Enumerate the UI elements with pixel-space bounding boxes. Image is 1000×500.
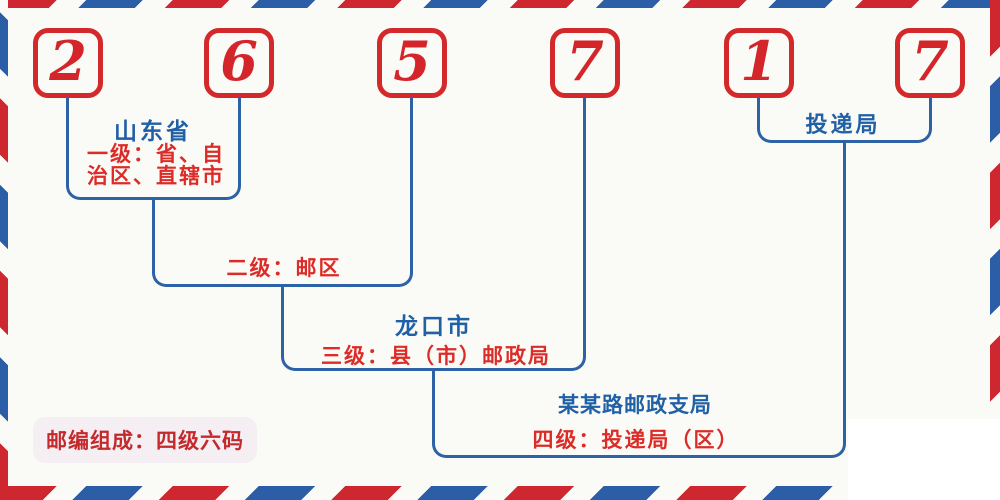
digit-box-3: 5 <box>377 28 447 98</box>
airmail-border-top <box>0 0 1000 8</box>
digit-box-4: 7 <box>550 28 620 98</box>
airmail-border-right <box>990 0 1000 500</box>
bracket-level1 <box>66 97 241 200</box>
airmail-border-left <box>0 0 8 500</box>
digit-box-6: 7 <box>895 28 965 98</box>
level1-description: 一级：省、自 治区、直辖市 <box>87 142 225 188</box>
digit-4: 7 <box>566 29 604 93</box>
digit-1: 2 <box>49 29 87 93</box>
bracket-delivery-office <box>757 97 932 143</box>
bracket-level2 <box>152 200 413 287</box>
connector-delivery <box>843 143 846 373</box>
level3-city-name: 龙口市 <box>395 313 473 340</box>
delivery-office-label: 投递局 <box>805 112 881 138</box>
level2-description: 二级：邮区 <box>226 256 342 280</box>
bracket-level4 <box>432 371 846 458</box>
level3-description: 三级：县（市）邮政局 <box>321 344 551 368</box>
corner-white-patch <box>848 419 1000 500</box>
digit-box-1: 2 <box>33 28 103 98</box>
composition-badge: 邮编组成：四级六码 <box>33 417 257 463</box>
digit-box-2: 6 <box>204 28 274 98</box>
digit-6: 7 <box>911 29 949 93</box>
connector-digit3 <box>410 97 413 202</box>
composition-badge-text: 邮编组成：四级六码 <box>46 428 244 453</box>
digit-2: 6 <box>220 29 258 93</box>
level4-description: 四级：投递局（区） <box>532 428 740 452</box>
digit-5: 1 <box>740 29 778 93</box>
digit-3: 5 <box>393 29 431 93</box>
bracket-level3 <box>281 287 586 371</box>
connector-digit4 <box>583 97 586 289</box>
digit-box-5: 1 <box>724 28 794 98</box>
level4-branch-name: 某某路邮政支局 <box>558 392 712 417</box>
airmail-border-bottom <box>0 486 1000 500</box>
level1-region-name: 山东省 <box>114 118 192 145</box>
